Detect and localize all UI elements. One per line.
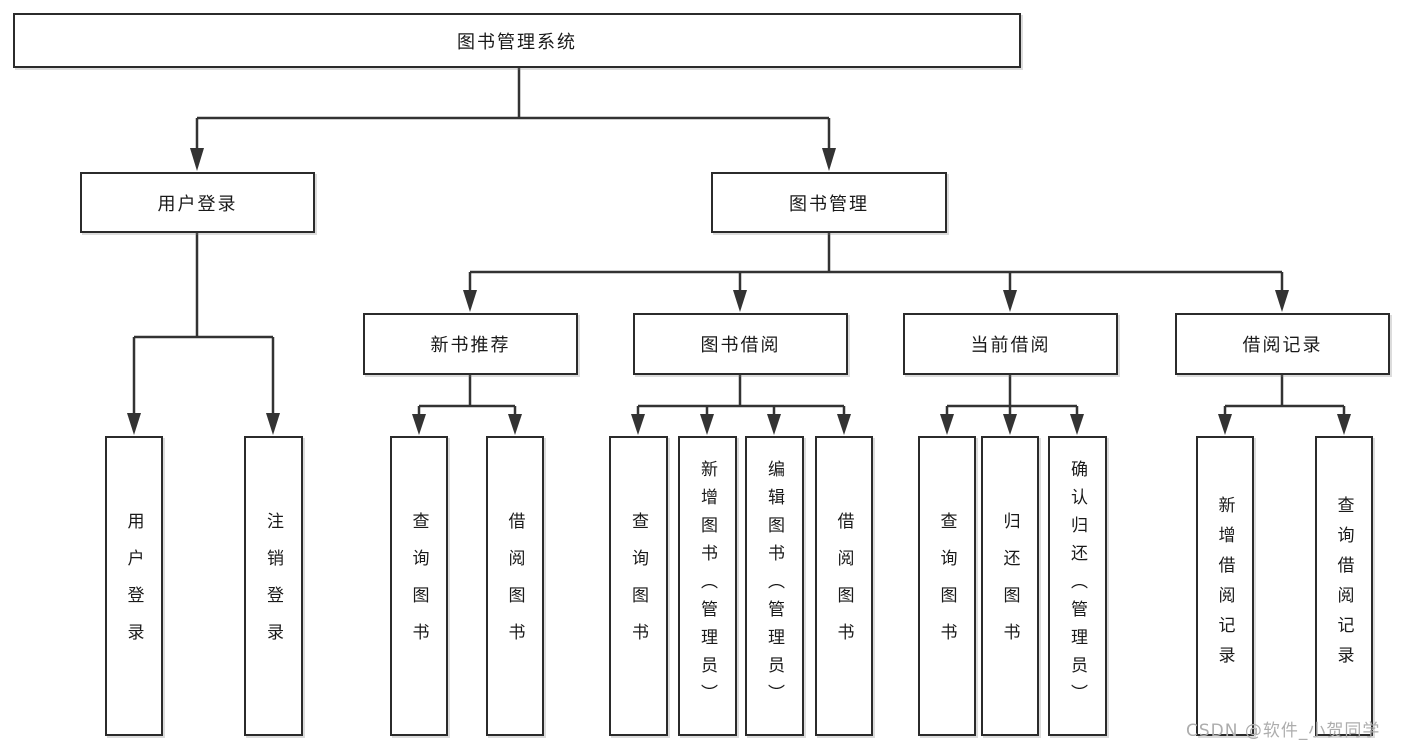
leaf-query-books-borrowing: 查询图书	[609, 436, 668, 736]
leaf-query-books-recommend: 查询图书	[390, 436, 448, 736]
edges-user-login	[127, 233, 280, 435]
leaf-add-book-admin: 新增图书（管理员）	[678, 436, 737, 736]
leaf-borrow-books-recommend: 借阅图书	[486, 436, 544, 736]
leaf-borrow-books: 借阅图书	[815, 436, 873, 736]
csdn-watermark: CSDN @软件_小贺同学	[1186, 721, 1381, 741]
node-user-login: 用户登录	[80, 172, 315, 233]
edges-new-book-recommend	[412, 375, 522, 435]
leaf-user-login: 用户登录	[105, 436, 163, 736]
leaf-confirm-return-admin: 确认归还（管理员）	[1048, 436, 1107, 736]
edges-borrowing-records	[1218, 375, 1351, 435]
edges-current-borrowing	[940, 375, 1084, 435]
root-node-library-system: 图书管理系统	[13, 13, 1021, 68]
node-new-book-recommend: 新书推荐	[363, 313, 578, 375]
edges-book-borrowing	[631, 375, 851, 435]
leaf-query-borrow-record: 查询借阅记录	[1315, 436, 1373, 736]
leaf-logout: 注销登录	[244, 436, 303, 736]
leaf-return-books: 归还图书	[981, 436, 1039, 736]
node-book-management: 图书管理	[711, 172, 947, 233]
leaf-edit-book-admin: 编辑图书（管理员）	[745, 436, 804, 736]
leaf-add-borrow-record: 新增借阅记录	[1196, 436, 1254, 736]
edges-root	[190, 68, 836, 171]
leaf-query-books-current: 查询图书	[918, 436, 976, 736]
node-current-borrowing: 当前借阅	[903, 313, 1118, 375]
node-borrowing-records: 借阅记录	[1175, 313, 1390, 375]
node-book-borrowing: 图书借阅	[633, 313, 848, 375]
edges-book-management	[463, 233, 1289, 312]
